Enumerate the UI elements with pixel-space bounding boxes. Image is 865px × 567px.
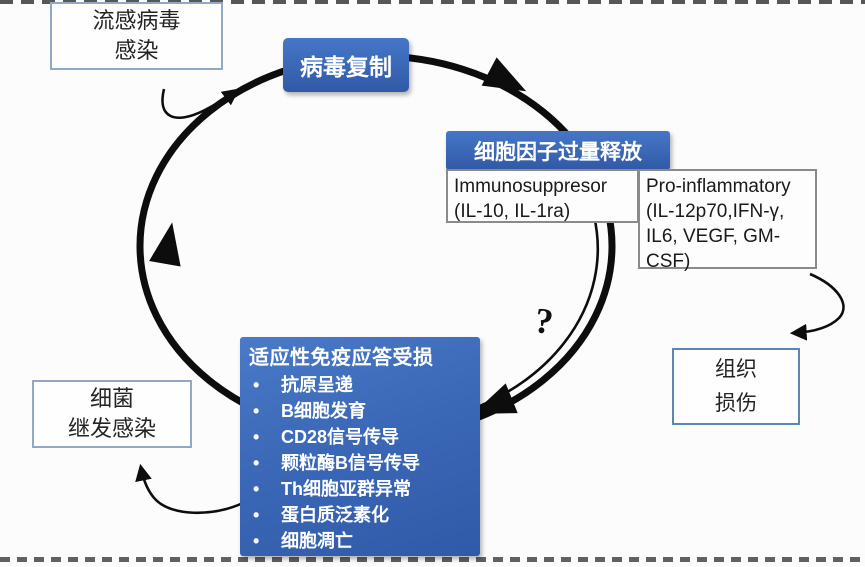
bullet-icon: • — [253, 531, 260, 551]
adaptive-immune-box: 适应性免疫应答受损 •抗原呈递•B细胞发育•CD28信号传导•颗粒酶B信号传导•… — [240, 337, 480, 556]
bacterial-infection-box: 细菌 继发感染 — [32, 380, 192, 448]
cytokine-release-label: 细胞因子过量释放 — [474, 140, 642, 164]
pro-inflammatory-box: Pro-inflammatory (IL-12p70,IFN-γ, IL6, V… — [638, 169, 817, 272]
adaptive-list-item: • 抗原呈递 — [249, 372, 474, 398]
adaptive-list-item: • Th细胞亚群异常 — [249, 476, 474, 502]
adaptive-list-item-label: B细胞发育 — [281, 401, 366, 421]
tissue-damage-line1: 组织 — [715, 357, 757, 381]
adaptive-immune-list: • 抗原呈递 • B细胞发育 • CD28信号传导 • 颗粒酶B信号传导 • Th细胞亚群异常 • 蛋… — [249, 372, 474, 554]
bullet-icon: • — [253, 401, 260, 421]
immunosuppressor-line1: Immunosuppresor — [454, 176, 608, 197]
adaptive-list-item: • B细胞发育 — [249, 398, 474, 424]
influenza-infection-line1: 流感病毒 — [92, 8, 181, 33]
adaptive-list-item-label: 颗粒酶B信号传导 — [281, 453, 420, 473]
adaptive-list-item-label: CD28信号传导 — [281, 427, 400, 447]
cycle-arrowhead-top-right — [481, 57, 527, 92]
bullet-icon: • — [253, 505, 260, 525]
cycle-arrowhead-bottom-right — [472, 383, 518, 414]
adaptive-list-item: • 细胞凋亡 — [249, 528, 474, 554]
adaptive-list-item-label: 细胞凋亡 — [281, 531, 353, 551]
adaptive-list-item-label: Th细胞亚群异常 — [281, 479, 411, 499]
bullet-icon: • — [253, 375, 260, 395]
immunosuppressor-box: Immunosuppresor (IL-10, IL-1ra) — [446, 169, 639, 223]
bacterial-infection-line1: 细菌 — [89, 386, 134, 411]
adaptive-list-item-label: 蛋白质泛素化 — [281, 505, 389, 525]
immunosuppressor-line2: (IL-10, IL-1ra) — [454, 201, 571, 222]
cycle-arrowhead-left — [149, 222, 181, 267]
bullet-icon: • — [253, 453, 260, 473]
tissue-damage-arrow — [789, 272, 845, 341]
pro-inflammatory-line2: (IL-12p70,IFN-γ, — [646, 201, 785, 222]
virus-replication-label: 病毒复制 — [300, 54, 392, 80]
bullet-icon: • — [253, 479, 260, 499]
infection-entry-arrow — [161, 88, 240, 119]
adaptive-list-item: • 蛋白质泛素化 — [249, 502, 474, 528]
virus-replication-box: 病毒复制 — [283, 38, 409, 92]
bacterial-infection-arrow — [135, 463, 244, 515]
pro-inflammatory-line4: CSF) — [646, 251, 691, 272]
cytokine-release-box: 细胞因子过量释放 — [446, 131, 670, 170]
top-edge-artifact — [0, 0, 865, 4]
pro-inflammatory-line1: Pro-inflammatory — [646, 176, 791, 197]
influenza-infection-line2: 感染 — [114, 38, 159, 63]
adaptive-list-item: • CD28信号传导 — [249, 424, 474, 450]
influenza-infection-box: 流感病毒 感染 — [50, 2, 223, 70]
tissue-damage-line2: 损伤 — [715, 391, 757, 415]
pro-inflammatory-line3: IL6, VEGF, GM- — [646, 226, 781, 247]
adaptive-list-item: • 颗粒酶B信号传导 — [249, 450, 474, 476]
adaptive-immune-title: 适应性免疫应答受损 — [249, 347, 434, 369]
adaptive-list-item-label: 抗原呈递 — [281, 375, 353, 395]
bottom-edge-artifact — [0, 557, 865, 562]
tissue-damage-box: 组织 损伤 — [672, 348, 800, 425]
bacterial-infection-line2: 继发感染 — [67, 416, 156, 441]
bullet-icon: • — [253, 427, 260, 447]
